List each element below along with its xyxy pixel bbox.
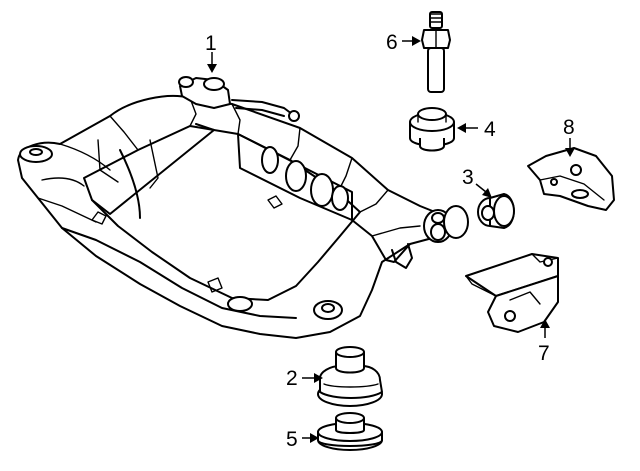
callout-label-5: 5 xyxy=(286,428,298,451)
callout-arrow-6 xyxy=(402,36,421,46)
callout-label-6: 6 xyxy=(386,31,398,54)
callout-label-4: 4 xyxy=(484,118,496,141)
callout-label-1: 1 xyxy=(205,32,217,55)
callout-label-8: 8 xyxy=(563,116,575,139)
callout-arrow-3 xyxy=(475,183,492,198)
callout-label-7: 7 xyxy=(538,342,550,365)
callout-arrow-1 xyxy=(207,52,217,73)
callout-arrow-2 xyxy=(302,373,323,383)
callout-arrow-5 xyxy=(302,433,319,443)
part-2-mount[interactable] xyxy=(317,346,383,407)
part-8-bracket[interactable] xyxy=(527,147,615,211)
part-5-cushion[interactable] xyxy=(317,412,383,451)
part-7-mount-bracket[interactable] xyxy=(465,253,559,333)
callout-arrow-7 xyxy=(540,319,550,338)
part-3-bushing[interactable] xyxy=(477,193,515,229)
part-4-bushing-cap[interactable] xyxy=(409,107,455,152)
callout-arrow-4 xyxy=(457,123,478,133)
callout-arrow-8 xyxy=(565,138,575,157)
part-6-bolt[interactable] xyxy=(421,11,451,93)
callout-label-2: 2 xyxy=(286,367,298,390)
subframe-crossmember[interactable] xyxy=(17,76,469,339)
callout-label-3: 3 xyxy=(462,166,474,189)
